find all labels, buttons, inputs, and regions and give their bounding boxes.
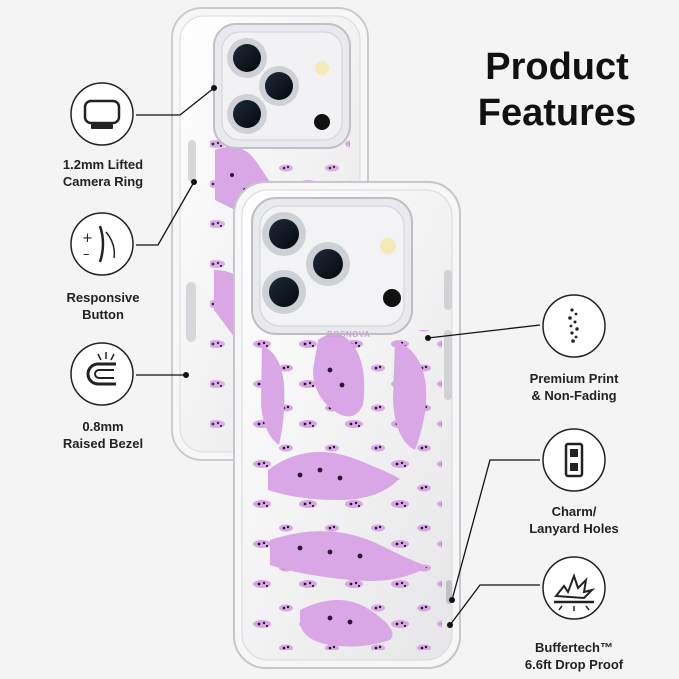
drop-impact-icon [542,556,606,625]
page-title: Product Features [452,44,662,136]
svg-text:–: – [83,247,90,262]
title-line-1: Product [485,46,629,88]
feature-raised-bezel-label: 0.8mm Raised Bezel [62,419,144,451]
case-brand-text: BOSNOVA [327,330,371,339]
front-phone-pink-leopard-print [261,333,430,647]
feature-camera-ring-label: 1.2mm Lifted Camera Ring [62,157,144,189]
svg-text:+: + [82,231,93,246]
feature-lanyard-holes-label: Charm/ Lanyard Holes [529,504,619,536]
camera-ring-icon [70,82,134,151]
feature-responsive-button-label: Responsive Button [66,290,140,322]
side-button-icon: + – [70,212,134,281]
title-line-2: Features [477,92,637,134]
feature-drop-proof-label: Buffertech™ 6.6ft Drop Proof [524,640,624,672]
lanyard-hole-icon [542,428,606,497]
front-phone-case [233,181,461,669]
raised-bezel-icon [70,342,134,411]
print-dots-icon [542,294,606,363]
feature-premium-print-label: Premium Print & Non-Fading [529,371,619,403]
